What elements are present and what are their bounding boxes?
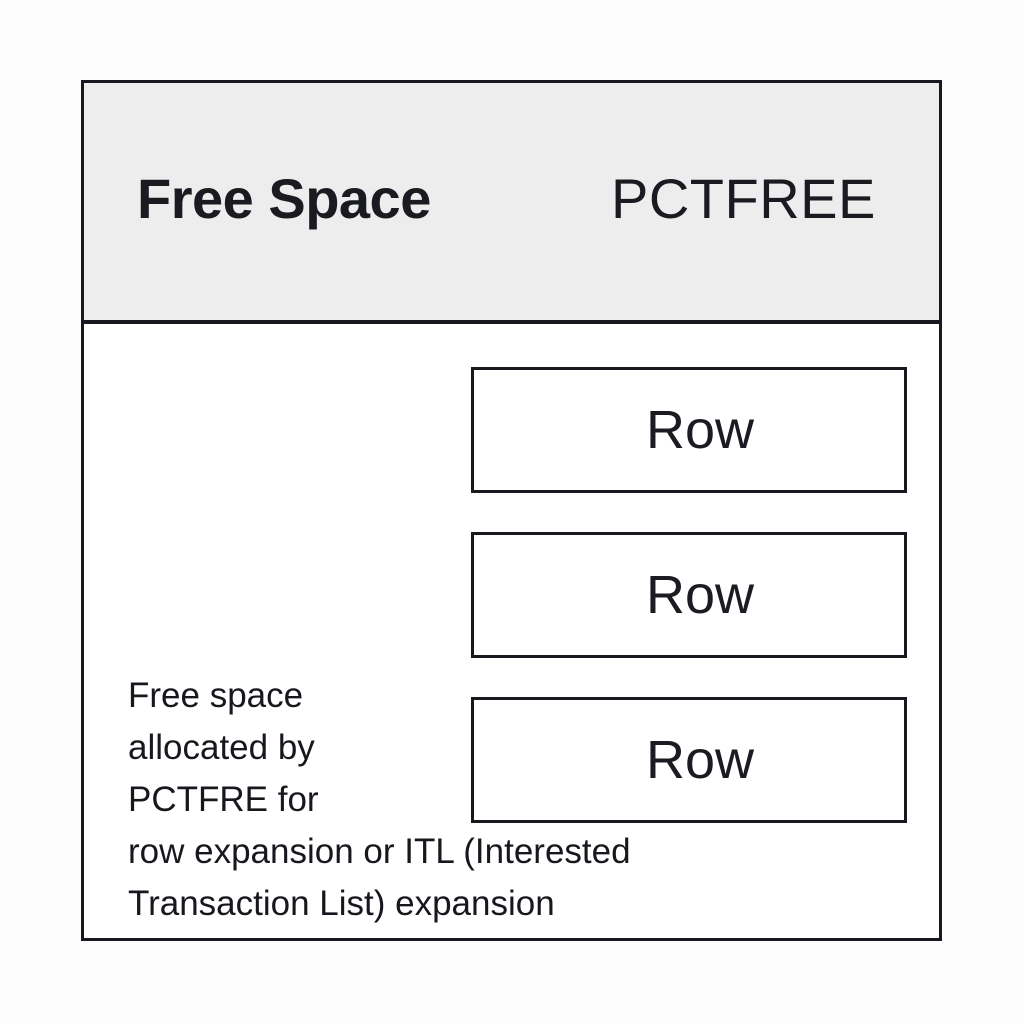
pctfree-title: PCTFREE [611,167,876,230]
free-space-title: Free Space [137,167,431,230]
row-box: Row [471,697,907,823]
row-box-label: Row [645,565,755,625]
row-box-label: Row [645,400,755,460]
row-box-label: Row [645,730,755,790]
row-box: Row [471,532,907,658]
free-space-header-band: Free Space PCTFREE [84,83,939,324]
data-block-diagram: Free Space PCTFREE Row Row Row Free spac… [81,80,942,941]
block-body: Row Row Row Free space allocated by PCTF… [84,328,939,938]
row-box: Row [471,367,907,493]
free-space-caption: Free space allocated by PCTFRE for row e… [128,676,631,923]
